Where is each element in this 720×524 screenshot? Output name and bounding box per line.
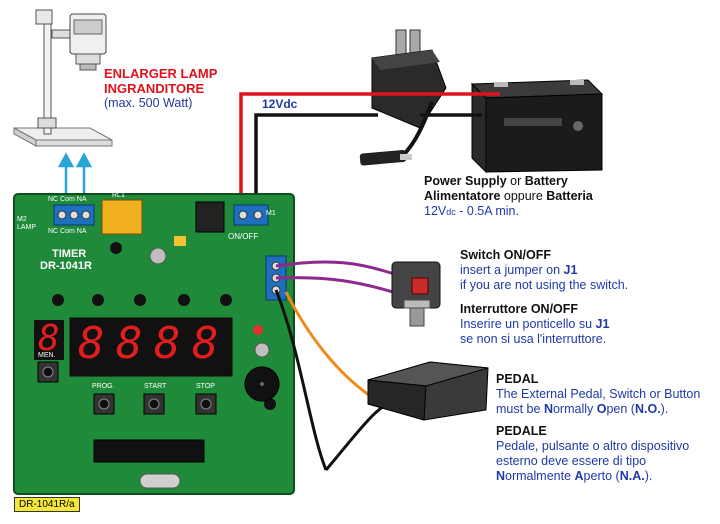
switch-en-caption: Switch ON/OFF insert a jumper on J1 if y… bbox=[460, 248, 628, 293]
supply-caption: Power Supply or Battery Alimentatore opp… bbox=[424, 174, 593, 220]
timer-pcb bbox=[13, 193, 295, 495]
switch-it-line1-b: J1 bbox=[595, 317, 610, 331]
switch-en-line2: if you are not using the switch. bbox=[460, 278, 629, 292]
pedal-it-line3-d: perto ( bbox=[583, 469, 620, 483]
lamp-note: (max. 500 Watt) bbox=[104, 96, 193, 110]
pedal-en-line2-g: ). bbox=[660, 402, 669, 416]
switch-en-title: Switch ON/OFF bbox=[460, 248, 551, 262]
supply-line3-b: - 0.5A min. bbox=[455, 204, 519, 218]
toggle-switch-icon bbox=[391, 261, 441, 327]
onoff-label: ON/OFF bbox=[228, 232, 259, 241]
switch-en-line1-b: J1 bbox=[563, 263, 578, 277]
terminal-left-bottom-label: NC Com NA bbox=[48, 228, 87, 235]
pedal-en-caption: PEDAL The External Pedal, Switch or Butt… bbox=[496, 372, 700, 417]
terminal-left-top-label: NC Com NA bbox=[48, 196, 87, 203]
enlarger-lamp-icon bbox=[13, 9, 113, 147]
pedal-en-line2-f: N.O. bbox=[634, 402, 661, 416]
button-prog-label: PROG. bbox=[92, 383, 115, 390]
lamp-title-line2: INGRANDITORE bbox=[104, 81, 205, 96]
switch-it-caption: Interruttore ON/OFF Inserire un ponticel… bbox=[460, 302, 609, 347]
pedal-en-line2-d: O bbox=[596, 402, 607, 416]
board-name-line2: DR-1041R bbox=[40, 260, 92, 272]
pedal-it-line3-a: N bbox=[496, 469, 506, 483]
terminal-m1-label: M1 bbox=[266, 210, 276, 217]
pedal-en-title: PEDAL bbox=[496, 372, 539, 386]
pedal-it-line2: esterno deve essere di tipo bbox=[496, 454, 647, 468]
power-adapter-icon bbox=[359, 29, 447, 166]
switch-it-line1-a: Inserire un ponticello su bbox=[460, 317, 596, 331]
switch-en-line1-a: insert a jumper on bbox=[460, 263, 564, 277]
lamp-title-line1: ENLARGER LAMP bbox=[104, 66, 218, 81]
board-name-line1: TIMER bbox=[52, 248, 87, 260]
lamp-title: ENLARGER LAMP INGRANDITORE bbox=[104, 66, 217, 96]
supply-line3-a: 12V bbox=[424, 204, 447, 218]
switch-it-title: Interruttore ON/OFF bbox=[460, 302, 579, 316]
pedal-en-line2-c: ormally bbox=[552, 402, 597, 416]
pedal-icon bbox=[367, 361, 489, 421]
button-stop-label: STOP bbox=[196, 383, 215, 390]
display-digit-1: 8 bbox=[78, 318, 105, 369]
display-digit-single: 8 bbox=[38, 318, 60, 359]
pedal-en-line2-b: N bbox=[543, 402, 553, 416]
supply-line1-c: Battery bbox=[524, 174, 568, 188]
display-digit-4: 8 bbox=[192, 318, 219, 369]
pedal-it-line3-c: A bbox=[574, 469, 584, 483]
pedal-it-title: PEDALE bbox=[496, 424, 547, 438]
supply-line3-sub: dc bbox=[446, 207, 456, 217]
pedal-en-line2-e: pen ( bbox=[606, 402, 635, 416]
supply-line2-c: Batteria bbox=[546, 189, 593, 203]
pedal-en-line1: The External Pedal, Switch or Button bbox=[496, 387, 701, 401]
pedal-it-line3-b: ormalmente bbox=[505, 469, 575, 483]
pedal-it-line1: Pedale, pulsante o altro dispositivo bbox=[496, 439, 690, 453]
supply-line2-a: Alimentatore bbox=[424, 189, 501, 203]
button-men-label: MEN. bbox=[38, 352, 56, 359]
supply-line2-b: oppure bbox=[500, 189, 547, 203]
relay-label: RL1 bbox=[112, 192, 125, 199]
supply-line1-a: Power Supply bbox=[424, 174, 507, 188]
display-digit-2: 8 bbox=[116, 318, 143, 369]
pedal-it-line3-f: ). bbox=[644, 469, 653, 483]
footer-code: DR-1041R/a bbox=[14, 497, 80, 512]
display-digit-3: 8 bbox=[154, 318, 181, 369]
pedal-en-line2-a: must be bbox=[496, 402, 544, 416]
voltage-label: 12Vdc bbox=[262, 97, 298, 111]
battery-icon bbox=[470, 79, 604, 174]
supply-wires bbox=[239, 92, 500, 205]
button-start-label: START bbox=[144, 383, 167, 390]
switch-it-line2: se non si usa l'interruttore. bbox=[460, 332, 607, 346]
supply-line1-b: or bbox=[506, 174, 525, 188]
pedal-it-line3-e: N.A. bbox=[619, 469, 645, 483]
terminal-left-side-label: M2 LAMP bbox=[17, 216, 37, 231]
pedal-it-caption: PEDALE Pedale, pulsante o altro disposit… bbox=[496, 424, 689, 484]
switch-wires bbox=[275, 260, 401, 296]
